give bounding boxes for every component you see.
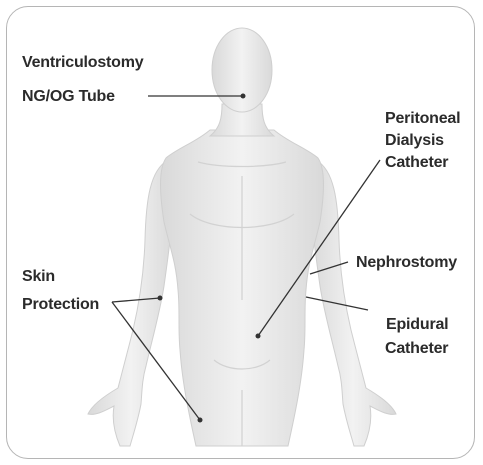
label-epidural: Epidural (386, 314, 448, 336)
label-ng-og-tube: NG/OG Tube (22, 86, 115, 108)
label-peritoneal-catheter: Catheter (385, 152, 448, 174)
label-nephrostomy: Nephrostomy (356, 252, 457, 274)
label-epidural-catheter: Catheter (385, 338, 448, 360)
label-ventriculostomy: Ventriculostomy (22, 52, 143, 74)
label-protection: Protection (22, 294, 99, 316)
label-dialysis: Dialysis (385, 130, 444, 152)
label-peritoneal: Peritoneal (385, 108, 460, 130)
label-skin: Skin (22, 266, 55, 288)
head (212, 28, 272, 112)
